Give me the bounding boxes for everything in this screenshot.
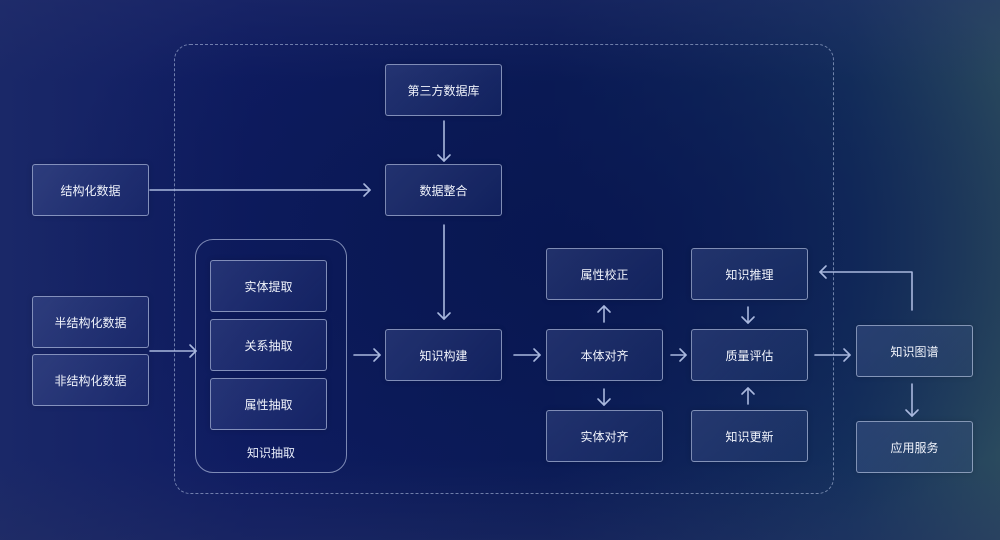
node-quality-assessment: 质量评估 bbox=[691, 329, 808, 381]
node-knowledge-update: 知识更新 bbox=[691, 410, 808, 462]
arrow-construction-to-ontology bbox=[513, 348, 541, 362]
arrow-extraction-to-construction bbox=[353, 348, 381, 362]
arrow-graph-to-reasoning bbox=[819, 265, 913, 311]
arrow-reasoning-to-quality bbox=[741, 306, 755, 324]
node-entity-alignment: 实体对齐 bbox=[546, 410, 663, 462]
arrow-update-to-quality bbox=[741, 387, 755, 405]
node-knowledge-construction: 知识构建 bbox=[385, 329, 502, 381]
node-attribute-correction: 属性校正 bbox=[546, 248, 663, 300]
node-structured-data: 结构化数据 bbox=[32, 164, 149, 216]
node-knowledge-reasoning: 知识推理 bbox=[691, 248, 808, 300]
node-semi-structured-data: 半结构化数据 bbox=[32, 296, 149, 348]
knowledge-extraction-group bbox=[195, 239, 347, 473]
arrow-structured-to-integration bbox=[149, 183, 371, 197]
node-application-service: 应用服务 bbox=[856, 421, 973, 473]
node-entity-extraction: 实体提取 bbox=[210, 260, 327, 312]
node-unstructured-data: 非结构化数据 bbox=[32, 354, 149, 406]
arrow-graph-to-application bbox=[905, 383, 919, 417]
arrow-ontology-to-quality bbox=[670, 348, 687, 362]
node-third-party-db: 第三方数据库 bbox=[385, 64, 502, 116]
arrow-thirdparty-to-integration bbox=[437, 120, 451, 162]
node-ontology-alignment: 本体对齐 bbox=[546, 329, 663, 381]
arrow-ontology-to-attribute bbox=[597, 305, 611, 323]
node-data-integration: 数据整合 bbox=[385, 164, 502, 216]
arrow-semistructured-to-extraction bbox=[149, 344, 197, 358]
arrow-quality-to-graph bbox=[814, 348, 851, 362]
arrow-ontology-to-entity bbox=[597, 388, 611, 406]
node-attribute-extraction: 属性抽取 bbox=[210, 378, 327, 430]
knowledge-extraction-label: 知识抽取 bbox=[246, 446, 295, 460]
node-relation-extraction: 关系抽取 bbox=[210, 319, 327, 371]
node-knowledge-graph: 知识图谱 bbox=[856, 325, 973, 377]
pipeline-boundary bbox=[174, 44, 834, 494]
arrow-integration-to-construction bbox=[437, 224, 451, 320]
